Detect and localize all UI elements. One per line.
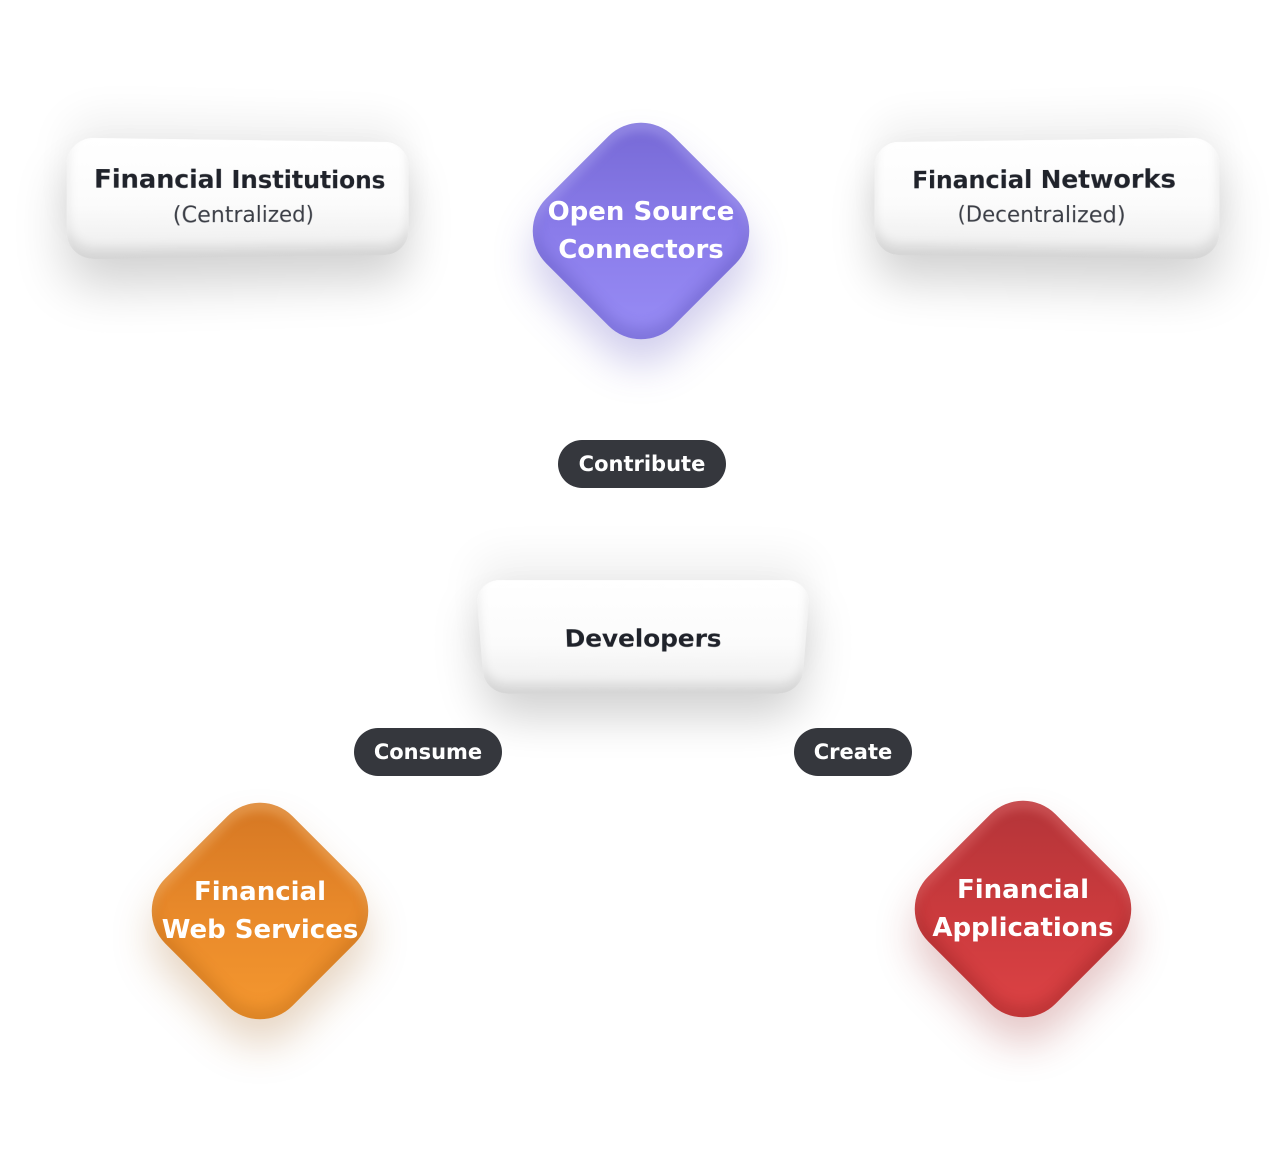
financial-applications-label: Financial Applications — [885, 778, 1161, 1040]
financial-applications-line2: Applications — [932, 913, 1114, 943]
financial-web-services-line2: Web Services — [161, 915, 359, 945]
open-source-connectors-line2: Connectors — [558, 235, 724, 265]
financial-applications-line1: Financial — [956, 875, 1090, 905]
developers-node: Developers — [475, 580, 811, 694]
financial-web-services-label: Financial Web Services — [122, 780, 398, 1042]
financial-institutions-title: Financial Institutions — [93, 163, 386, 194]
create-edge-label: Create — [794, 728, 912, 776]
open-source-connectors-node: Open Source Connectors — [503, 100, 779, 362]
consume-edge-label: Consume — [354, 728, 502, 776]
open-source-connectors-label: Open Source Connectors — [503, 100, 779, 362]
financial-networks-node: Financial Networks (Decentralized) — [874, 137, 1220, 260]
contribute-edge-label: Contribute — [558, 440, 726, 488]
open-source-connectors-line1: Open Source — [547, 197, 735, 227]
developers-title: Developers — [564, 623, 722, 652]
financial-institutions-subtitle: (Centralized) — [172, 202, 314, 228]
financial-networks-subtitle: (Decentralized) — [957, 202, 1126, 229]
financial-web-services-line1: Financial — [193, 877, 327, 907]
financial-networks-title: Financial Networks — [912, 163, 1176, 194]
financial-web-services-node: Financial Web Services — [122, 780, 398, 1042]
financial-institutions-node: Financial Institutions (Centralized) — [66, 137, 409, 260]
financial-applications-node: Financial Applications — [885, 778, 1161, 1040]
